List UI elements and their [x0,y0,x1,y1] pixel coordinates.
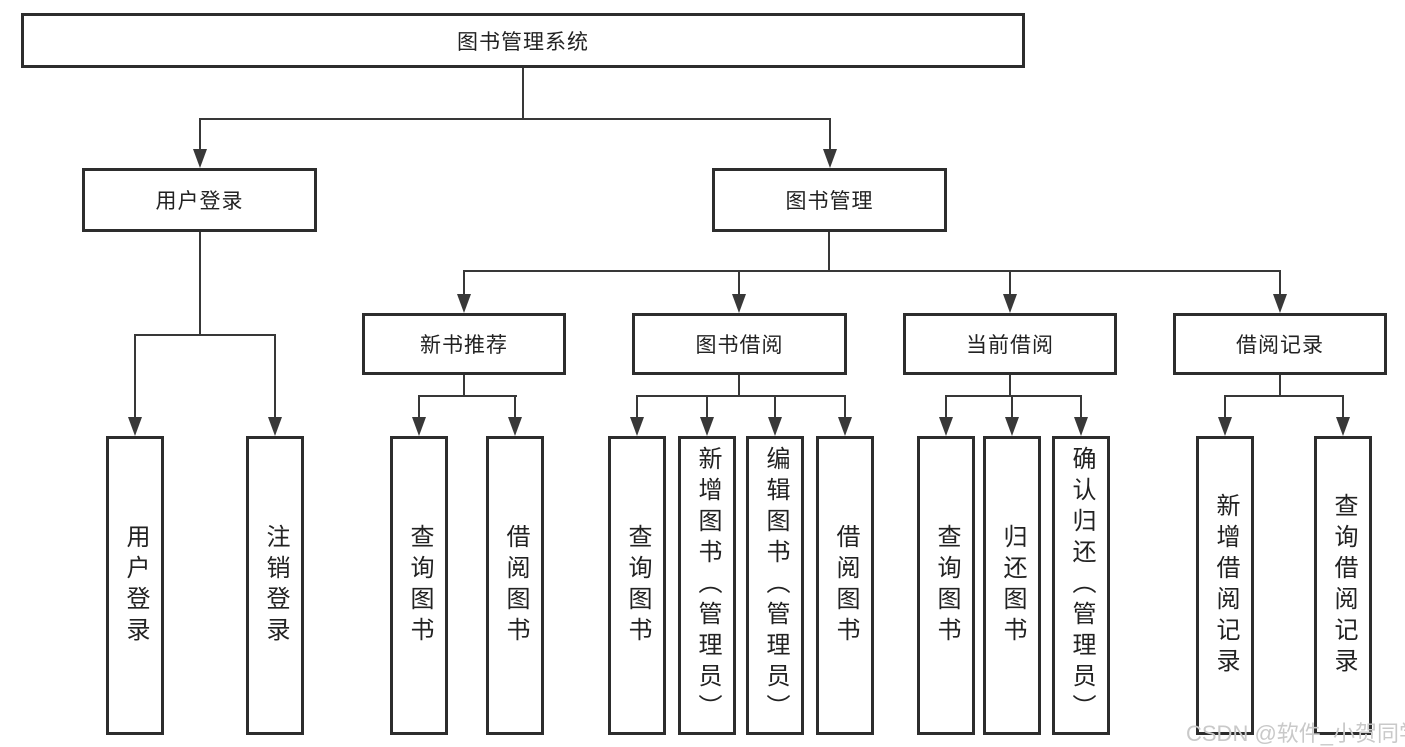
arrowhead-borrow-records [1273,294,1287,313]
leaf-records-add-borrow-record: 新增借阅记录 [1196,436,1254,735]
leaf-current-query-books: 查询图书 [917,436,975,735]
arrowhead-bb-borrow [838,417,852,436]
leaf-user-login: 用户登录 [106,436,164,735]
leaf-label: 新增图书（管理员） [694,446,721,725]
node-label: 图书管理系统 [457,30,589,54]
arrowhead-current-borrow [1003,294,1017,313]
connector-book-borrow-hline [636,395,846,397]
node-book-management: 图书管理 [712,168,947,232]
leaf-logout-login: 注销登录 [246,436,304,735]
node-library-management-system: 图书管理系统 [21,13,1025,68]
node-label: 当前借阅 [966,334,1054,357]
connector-drop-cb-query [945,395,947,419]
leaf-newbook-query-books: 查询图书 [390,436,448,735]
connector-drop-cb-confirm [1080,395,1082,419]
node-label: 图书管理 [785,190,874,213]
connector-new-book-stem [463,375,465,397]
leaf-borrow-borrow-books: 借阅图书 [816,436,874,735]
node-label: 借阅记录 [1236,334,1324,357]
arrowhead-nb-borrow [508,417,522,436]
connector-borrow-records-hline [1224,395,1344,397]
connector-borrow-records-stem [1279,375,1281,397]
connector-drop-new-book [463,270,465,296]
csdn-watermark: CSDN @软件_小贺同学 [1186,721,1405,746]
leaf-label: 查询图书 [624,523,651,648]
arrowhead-book-management [823,149,837,168]
arrowhead-br-query [1336,417,1350,436]
node-book-borrow: 图书借阅 [632,313,847,375]
arrowhead-nb-query [412,417,426,436]
connector-drop-borrow-records [1279,270,1281,296]
node-label: 图书借阅 [695,334,784,357]
connector-drop-bb-edit [774,395,776,419]
connector-book-management-stem [828,232,830,272]
leaf-label: 查询借阅记录 [1330,492,1357,679]
arrowhead-bb-edit [768,417,782,436]
connector-drop-nb-borrow [514,395,516,419]
arrowhead-br-add [1218,417,1232,436]
leaf-borrow-query-books: 查询图书 [608,436,666,735]
node-new-book-recommend: 新书推荐 [362,313,566,375]
connector-current-borrow-hline [945,395,1082,397]
connector-current-borrow-stem [1009,375,1011,397]
leaf-label: 注销登录 [262,523,289,648]
arrowhead-user-login [193,149,207,168]
connector-drop-book-management [829,118,831,150]
leaf-label: 编辑图书（管理员） [762,446,789,725]
connector-user-login-hline [134,334,276,336]
leaf-newbook-borrow-books: 借阅图书 [486,436,544,735]
leaf-current-confirm-return-admin: 确认归还（管理员） [1052,436,1110,735]
leaf-borrow-add-books-admin: 新增图书（管理员） [678,436,736,735]
arrowhead-bb-add [700,417,714,436]
connector-drop-user-login [199,118,201,150]
leaf-label: 借阅图书 [832,523,859,648]
connector-level1-hline [199,118,831,120]
connector-drop-leaf-logout [274,334,276,418]
arrowhead-bb-query [630,417,644,436]
arrowhead-leaf-logout [268,417,282,436]
connector-root-stem [522,68,524,120]
connector-book-borrow-stem [738,375,740,397]
node-current-borrow: 当前借阅 [903,313,1117,375]
leaf-label: 用户登录 [122,523,149,648]
connector-drop-cb-return [1011,395,1013,419]
connector-new-book-hline [418,395,517,397]
arrowhead-leaf-user-login [128,417,142,436]
node-label: 用户登录 [155,190,244,213]
node-user-login: 用户登录 [82,168,317,232]
arrowhead-book-borrow [732,294,746,313]
leaf-current-return-books: 归还图书 [983,436,1041,735]
leaf-label: 借阅图书 [502,523,529,648]
connector-level2-hline [463,270,1281,272]
arrowhead-cb-confirm [1074,417,1088,436]
leaf-records-query-borrow-record: 查询借阅记录 [1314,436,1372,735]
leaf-label: 归还图书 [999,523,1026,648]
connector-drop-book-borrow [738,270,740,296]
leaf-label: 确认归还（管理员） [1068,446,1095,725]
leaf-borrow-edit-books-admin: 编辑图书（管理员） [746,436,804,735]
connector-drop-bb-add [706,395,708,419]
arrowhead-cb-return [1005,417,1019,436]
node-label: 新书推荐 [420,334,508,357]
leaf-label: 新增借阅记录 [1212,492,1239,679]
connector-drop-leaf-user-login [134,334,136,418]
connector-drop-br-query [1342,395,1344,419]
connector-drop-bb-query [636,395,638,419]
leaf-label: 查询图书 [406,523,433,648]
connector-drop-br-add [1224,395,1226,419]
node-borrow-records: 借阅记录 [1173,313,1387,375]
connector-drop-current-borrow [1009,270,1011,296]
leaf-label: 查询图书 [933,523,960,648]
connector-drop-bb-borrow [844,395,846,419]
connector-drop-nb-query [418,395,420,419]
arrowhead-cb-query [939,417,953,436]
connector-user-login-stem [199,232,201,336]
arrowhead-new-book [457,294,471,313]
